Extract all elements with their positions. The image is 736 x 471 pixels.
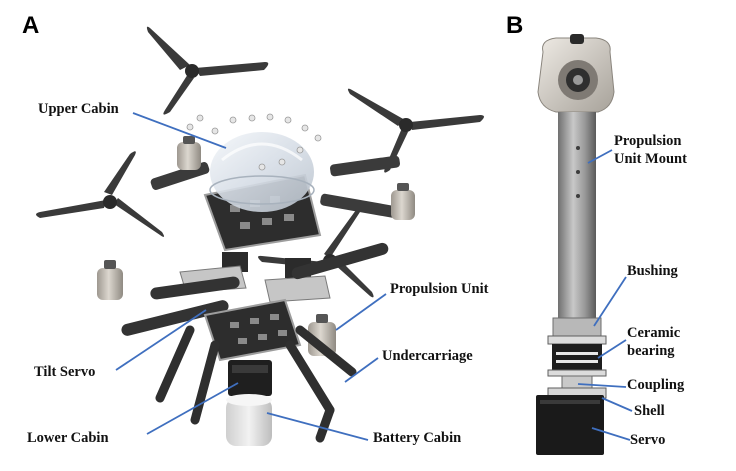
propulsion-unit-mount-tube (558, 112, 596, 322)
label-shell: Shell (634, 403, 665, 419)
label-propulsion-unit-mount-line1: Propulsion (614, 133, 682, 149)
label-ceramic-bearing-line1: Ceramic (627, 325, 681, 341)
lower-arms (121, 242, 389, 336)
motor-upper-left (177, 136, 201, 170)
bearing-assembly (547, 335, 607, 377)
label-battery-cabin: Battery Cabin (373, 430, 462, 446)
motor-upper-right (391, 183, 415, 220)
screw-ring (186, 113, 322, 171)
label-bushing: Bushing (627, 263, 678, 279)
battery-cabin-cylinder (226, 394, 272, 446)
lower-cabin-box (228, 360, 272, 396)
propeller-left (36, 151, 165, 237)
label-coupling: Coupling (627, 377, 685, 393)
tilt-servo-mount (179, 252, 331, 303)
propeller-top-center (146, 26, 269, 115)
label-tilt-servo: Tilt Servo (34, 364, 96, 380)
upper-cabin-dome (209, 132, 315, 212)
bushing-ring (552, 317, 602, 337)
leader-lines-a (115, 112, 387, 441)
label-undercarriage: Undercarriage (382, 348, 473, 364)
panel-label-b: B (506, 12, 524, 39)
label-upper-cabin: Upper Cabin (38, 101, 119, 117)
label-propulsion-unit-mount-line2: Unit Mount (614, 151, 687, 167)
propulsion-unit-ball (537, 34, 615, 113)
motor-lower-left (97, 260, 123, 300)
label-servo: Servo (630, 432, 666, 448)
label-propulsion-unit: Propulsion Unit (390, 281, 489, 297)
undercarriage-legs (155, 325, 357, 443)
leader-lines-b (577, 149, 633, 441)
servo-body (536, 395, 604, 455)
panel-label-a: A (22, 12, 40, 39)
propeller-top-right (347, 88, 484, 173)
label-lower-cabin: Lower Cabin (27, 430, 109, 446)
label-ceramic-bearing-line2: bearing (627, 343, 675, 359)
